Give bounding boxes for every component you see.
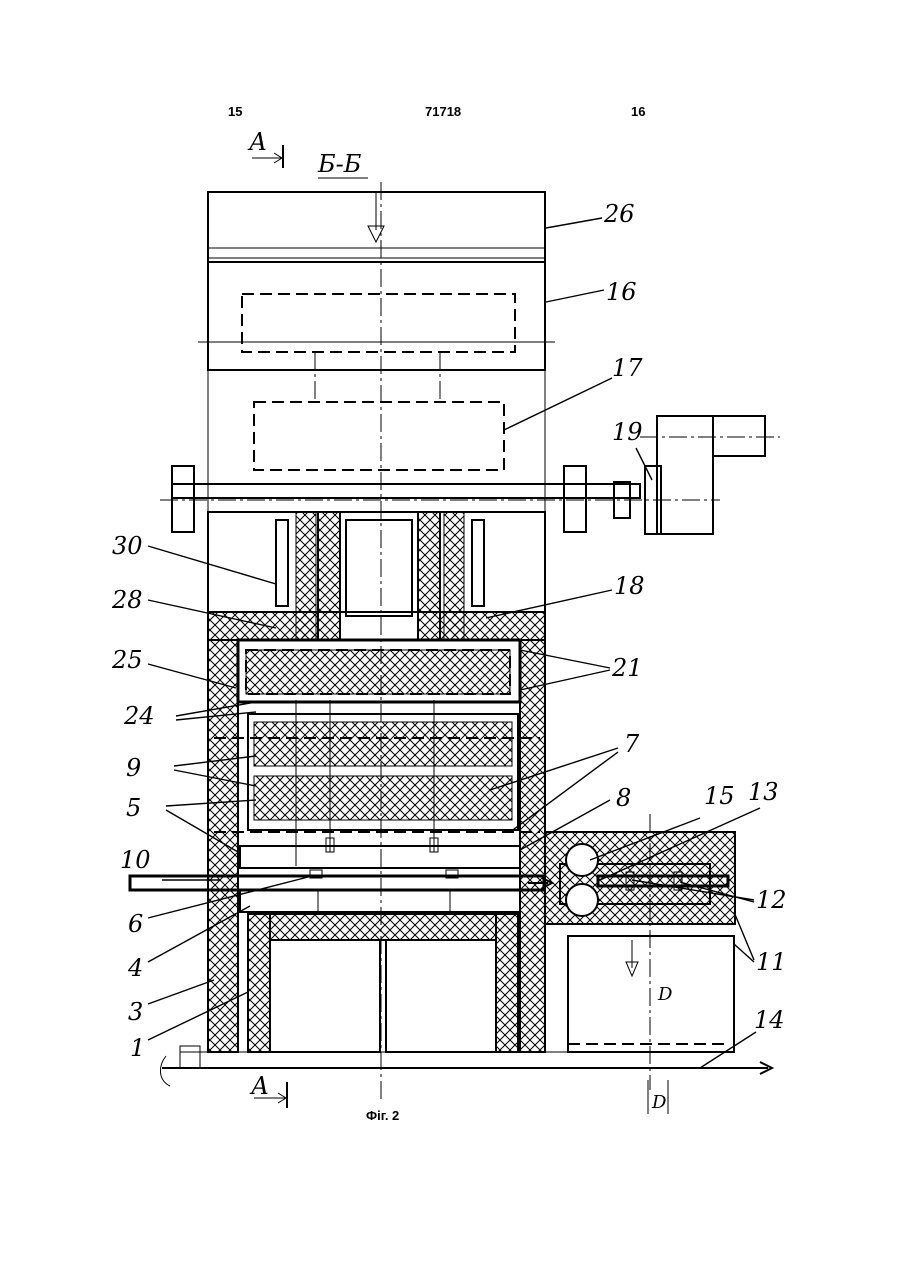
- drop-arrow: [626, 940, 638, 976]
- leader-11: [734, 912, 754, 962]
- leader-30: [148, 546, 276, 584]
- label-19: 19: [612, 418, 643, 446]
- label-4: 4: [127, 954, 143, 982]
- hidden-part-16: [242, 294, 515, 352]
- figure-caption: Фіг. 2: [366, 1108, 399, 1123]
- label-6: 6: [128, 910, 143, 938]
- insulation-right: [520, 640, 545, 1052]
- label-8: 8: [616, 784, 631, 812]
- roller-lower: [566, 884, 598, 916]
- label-12: 12: [756, 886, 787, 914]
- label-17: 17: [612, 354, 643, 382]
- conveyor-rod-10: [130, 876, 544, 890]
- hatched-wall: [418, 512, 440, 640]
- label-26: 26: [603, 200, 635, 228]
- label-7: 7: [624, 730, 640, 758]
- rotation-mark: [160, 1056, 170, 1086]
- guide-8: [240, 846, 520, 868]
- leader-26: [546, 218, 602, 228]
- heater-9-upper: [254, 722, 512, 766]
- gearbox-19: [657, 416, 713, 534]
- leader-18: [486, 590, 612, 618]
- lower-chamber-right: [386, 940, 496, 1052]
- section-mark-bottom: А: [249, 1072, 269, 1100]
- section-mark-top: А: [247, 128, 267, 156]
- label-13: 13: [748, 778, 779, 806]
- hatched-wall: [318, 512, 340, 640]
- label-10: 10: [120, 846, 151, 874]
- main-shaft: [172, 484, 640, 498]
- dimension-label-bottom: D: [651, 1092, 667, 1113]
- housing-16: [208, 262, 545, 370]
- heater-9-lower: [254, 776, 512, 820]
- motor: [713, 416, 765, 456]
- insulation-lower: [248, 914, 270, 1052]
- leader-3: [148, 980, 214, 1004]
- insulation-lower: [496, 914, 518, 1052]
- section-title: Б-Б: [317, 150, 362, 178]
- frame-4: [240, 890, 520, 912]
- container-11: [568, 936, 734, 1052]
- label-25: 25: [111, 646, 143, 674]
- label-14: 14: [754, 1006, 785, 1034]
- insulation-lower-top: [270, 914, 496, 940]
- lower-chamber-left: [270, 940, 380, 1052]
- label-16: 16: [606, 278, 637, 306]
- output-arrow-14: [680, 1062, 772, 1074]
- label-15: 15: [704, 782, 735, 810]
- roller-upper: [566, 844, 598, 876]
- label-3: 3: [128, 998, 143, 1026]
- label-11: 11: [756, 948, 787, 976]
- insulation-left: [208, 640, 238, 1052]
- dimension-label-side: D: [657, 984, 673, 1005]
- label-5: 5: [126, 794, 141, 822]
- heater-24: [246, 650, 510, 694]
- label-18: 18: [614, 572, 645, 600]
- cylinder-30-left: [276, 520, 288, 606]
- base-foot: [180, 1046, 200, 1068]
- chamber-top: [346, 520, 412, 616]
- upper-body: [208, 512, 545, 612]
- label-9: 9: [126, 754, 141, 782]
- leader-14: [700, 1032, 756, 1068]
- cylinder-30-right: [472, 520, 484, 606]
- label-24: 24: [123, 702, 155, 730]
- flow-arrow-top: [368, 192, 384, 242]
- label-21: 21: [611, 654, 643, 682]
- leader-17: [504, 378, 612, 430]
- label-1: 1: [130, 1034, 145, 1062]
- hidden-part-17: [254, 402, 504, 470]
- label-30: 30: [112, 532, 143, 560]
- leader-16: [546, 290, 604, 302]
- label-28: 28: [111, 586, 143, 614]
